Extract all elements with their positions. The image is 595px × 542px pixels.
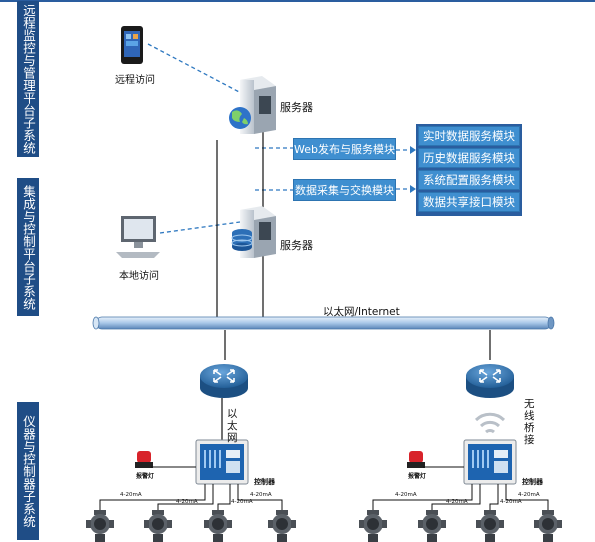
signal-wiring	[99, 466, 549, 512]
gas-detector-icon	[86, 510, 114, 542]
signal-label: 4-20mA	[518, 492, 540, 498]
history-module: 历史数据服务模块	[418, 148, 520, 168]
signal-label: 4-20mA	[231, 499, 253, 505]
sidebar-remote: 远程监控与管理平台子系统	[17, 1, 39, 157]
ethernet-bus	[92, 316, 555, 330]
gas-detector-icon	[204, 510, 232, 542]
remote-access-label: 远程访问	[115, 75, 155, 86]
computer-icon	[116, 216, 160, 258]
alarm-label-right: 报警灯	[408, 473, 427, 480]
database-icon	[231, 229, 253, 251]
signal-label: 4-20mA	[250, 492, 272, 498]
phone-icon	[121, 26, 143, 64]
sidebar-instrument-label: 仪器与控制器子系统	[21, 414, 36, 528]
sidebar-integration-label: 集成与控制平台子系统	[21, 184, 36, 310]
signal-label: 4-20mA	[446, 499, 468, 505]
share-module: 数据共享接口模块	[418, 192, 520, 212]
server-label-bottom: 服务器	[280, 239, 313, 252]
gas-detector-icon	[359, 510, 387, 542]
sidebar-instrument: 仪器与控制器子系统	[17, 402, 39, 540]
signal-label: 4-20mA	[395, 492, 417, 498]
gas-detector-icon	[534, 510, 562, 542]
gas-detector-icon	[268, 510, 296, 542]
ethernet-label: 以太网/Internet	[323, 306, 400, 318]
controller-icon	[195, 439, 249, 485]
network-links	[216, 128, 491, 440]
gas-detector-icon	[418, 510, 446, 542]
signal-label: 4-20mA	[176, 499, 198, 505]
top-border	[0, 0, 595, 2]
gas-detector-icon	[144, 510, 172, 542]
gas-detector-icon	[476, 510, 504, 542]
server-icon	[240, 206, 276, 258]
web-module: Web发布与服务模块	[293, 138, 396, 160]
ethernet-vertical-label: 以太网	[227, 408, 238, 444]
controller-label-right: 控制器	[522, 478, 543, 486]
alarm-label-left: 报警灯	[136, 473, 155, 480]
gas-detectors	[86, 510, 562, 542]
alarm-lamp-icon	[135, 451, 153, 468]
wifi-icon	[474, 412, 506, 434]
realtime-module: 实时数据服务模块	[418, 126, 520, 146]
wireless-bridge-label: 无线桥接	[524, 398, 535, 446]
signal-label: 4-20mA	[500, 499, 522, 505]
sidebar-remote-label: 远程监控与管理平台子系统	[21, 4, 36, 154]
server-label-top: 服务器	[280, 101, 313, 114]
config-module: 系统配置服务模块	[418, 170, 520, 190]
router-icon	[466, 364, 514, 398]
signal-label: 4-20mA	[120, 492, 142, 498]
local-access-label: 本地访问	[119, 271, 159, 282]
alarm-lamp-icon	[407, 451, 425, 468]
globe-icon	[229, 107, 251, 129]
router-icon	[200, 364, 248, 398]
acquisition-module: 数据采集与交换模块	[293, 179, 396, 201]
sidebar-integration: 集成与控制平台子系统	[17, 178, 39, 316]
controller-icon	[463, 439, 517, 485]
controller-label-left: 控制器	[254, 478, 275, 486]
